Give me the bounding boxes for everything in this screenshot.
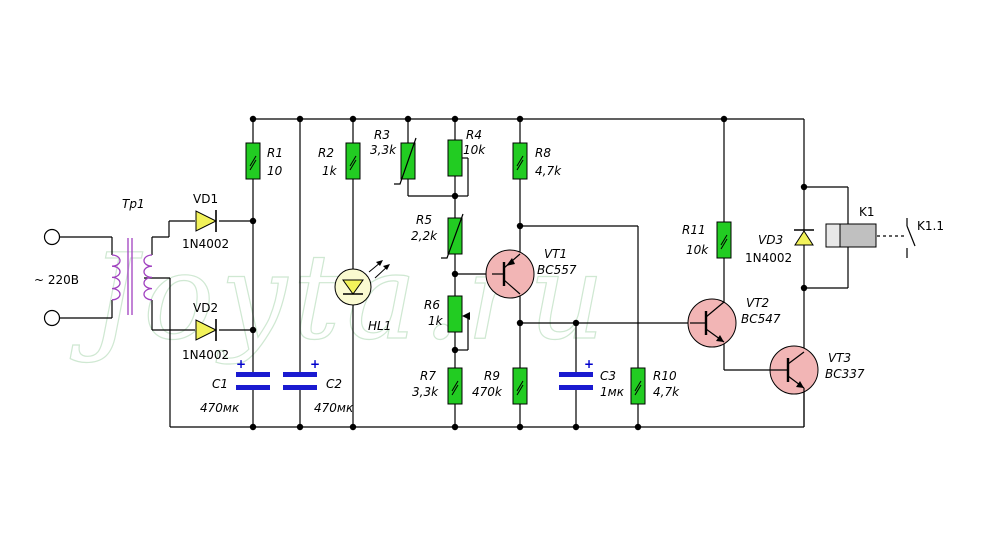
r8-label: R8: [535, 146, 551, 160]
resistor-r9: R9 470k: [472, 367, 528, 405]
transistor-vt2: VT2 BC547: [687, 296, 781, 348]
vd2-label: VD2: [193, 301, 218, 315]
resistor-r7: R7 3,3k: [412, 367, 463, 405]
r10-label: R10: [653, 369, 677, 383]
relay-k1: K1 K1.1: [825, 205, 944, 248]
tr1-label: Тр1: [122, 197, 145, 211]
c2-value: 470мк: [314, 401, 354, 415]
resistor-r8: R8 4,7k: [512, 142, 562, 180]
c1-label: C1: [212, 377, 228, 391]
vt3-label: VT3: [828, 351, 851, 365]
vd1-value: 1N4002: [182, 237, 229, 251]
r5-value: 2,2k: [411, 229, 438, 243]
r6-label: R6: [424, 298, 440, 312]
resistor-r11: R11 10k: [682, 221, 732, 259]
vt1-label: VT1: [544, 247, 567, 261]
c3-value: 1мк: [600, 385, 625, 399]
c2-label: C2: [326, 377, 342, 391]
vd3-label: VD3: [758, 233, 783, 247]
vt1-value: BC557: [537, 263, 577, 277]
hl1-label: HL1: [368, 319, 391, 333]
r7-label: R7: [420, 369, 436, 383]
vd2-value: 1N4002: [182, 348, 229, 362]
r1-value: 10: [267, 164, 283, 178]
diode-vd1: VD1 1N4002: [182, 192, 229, 251]
r2-value: 1k: [322, 164, 338, 178]
r4-value: 10k: [463, 143, 486, 157]
resistor-r3-thermistor: R3 3,3k: [370, 128, 417, 185]
r6-value: 1k: [428, 314, 444, 328]
r11-value: 10k: [686, 243, 709, 257]
resistor-r4-trimmer: R4 10k: [447, 128, 486, 177]
r3-value: 3,3k: [370, 143, 397, 157]
capacitor-c3: + C3 1мк: [559, 357, 625, 399]
mains-voltage-label: ~ 220В: [34, 273, 79, 287]
vt2-label: VT2: [746, 296, 769, 310]
r7-value: 3,3k: [412, 385, 439, 399]
led-hl1: HL1: [334, 260, 391, 333]
transistor-vt3: VT3 BC337: [769, 345, 865, 427]
svg-text:+: +: [310, 357, 320, 371]
vt3-value: BC337: [825, 367, 865, 381]
vt2-value: BC547: [741, 312, 781, 326]
r11-label: R11: [682, 223, 706, 237]
diode-vd2: VD2 1N4002: [182, 301, 229, 362]
svg-text:+: +: [584, 357, 594, 371]
r9-label: R9: [484, 369, 500, 383]
mains-terminal-2: [43, 309, 61, 327]
diode-vd3: VD3 1N4002: [745, 229, 814, 265]
c1-value: 470мк: [200, 401, 240, 415]
vd1-label: VD1: [193, 192, 218, 206]
wiring: [60, 118, 916, 428]
resistor-r1: R1 10: [245, 142, 283, 180]
transistor-vt1: VT1 BC557: [485, 247, 577, 299]
c3-label: C3: [600, 369, 616, 383]
junction-dots: [249, 115, 808, 431]
mains-terminal-1: [43, 228, 61, 246]
mains-input: ~ 220В: [34, 228, 79, 327]
k1-label: K1: [859, 205, 875, 219]
r8-value: 4,7k: [535, 164, 562, 178]
resistor-r10: R10 4,7k: [630, 367, 680, 405]
transformer-tr1: Тр1: [111, 197, 153, 315]
svg-text:+: +: [236, 357, 246, 371]
r1-label: R1: [267, 146, 283, 160]
k1-contact-label: K1.1: [917, 219, 944, 233]
resistor-r2: R2 1k: [318, 142, 361, 180]
r3-label: R3: [374, 128, 390, 142]
resistor-r5-thermistor: R5 2,2k: [411, 213, 464, 259]
r10-value: 4,7k: [653, 385, 680, 399]
r9-value: 470k: [472, 385, 503, 399]
r5-label: R5: [416, 213, 432, 227]
capacitor-c2: + C2 470мк: [283, 357, 354, 415]
r4-label: R4: [466, 128, 482, 142]
vd3-value: 1N4002: [745, 251, 792, 265]
resistor-r6-potentiometer: R6 1k: [424, 295, 470, 333]
capacitor-c1: + C1 470мк: [200, 357, 270, 415]
r2-label: R2: [318, 146, 334, 160]
